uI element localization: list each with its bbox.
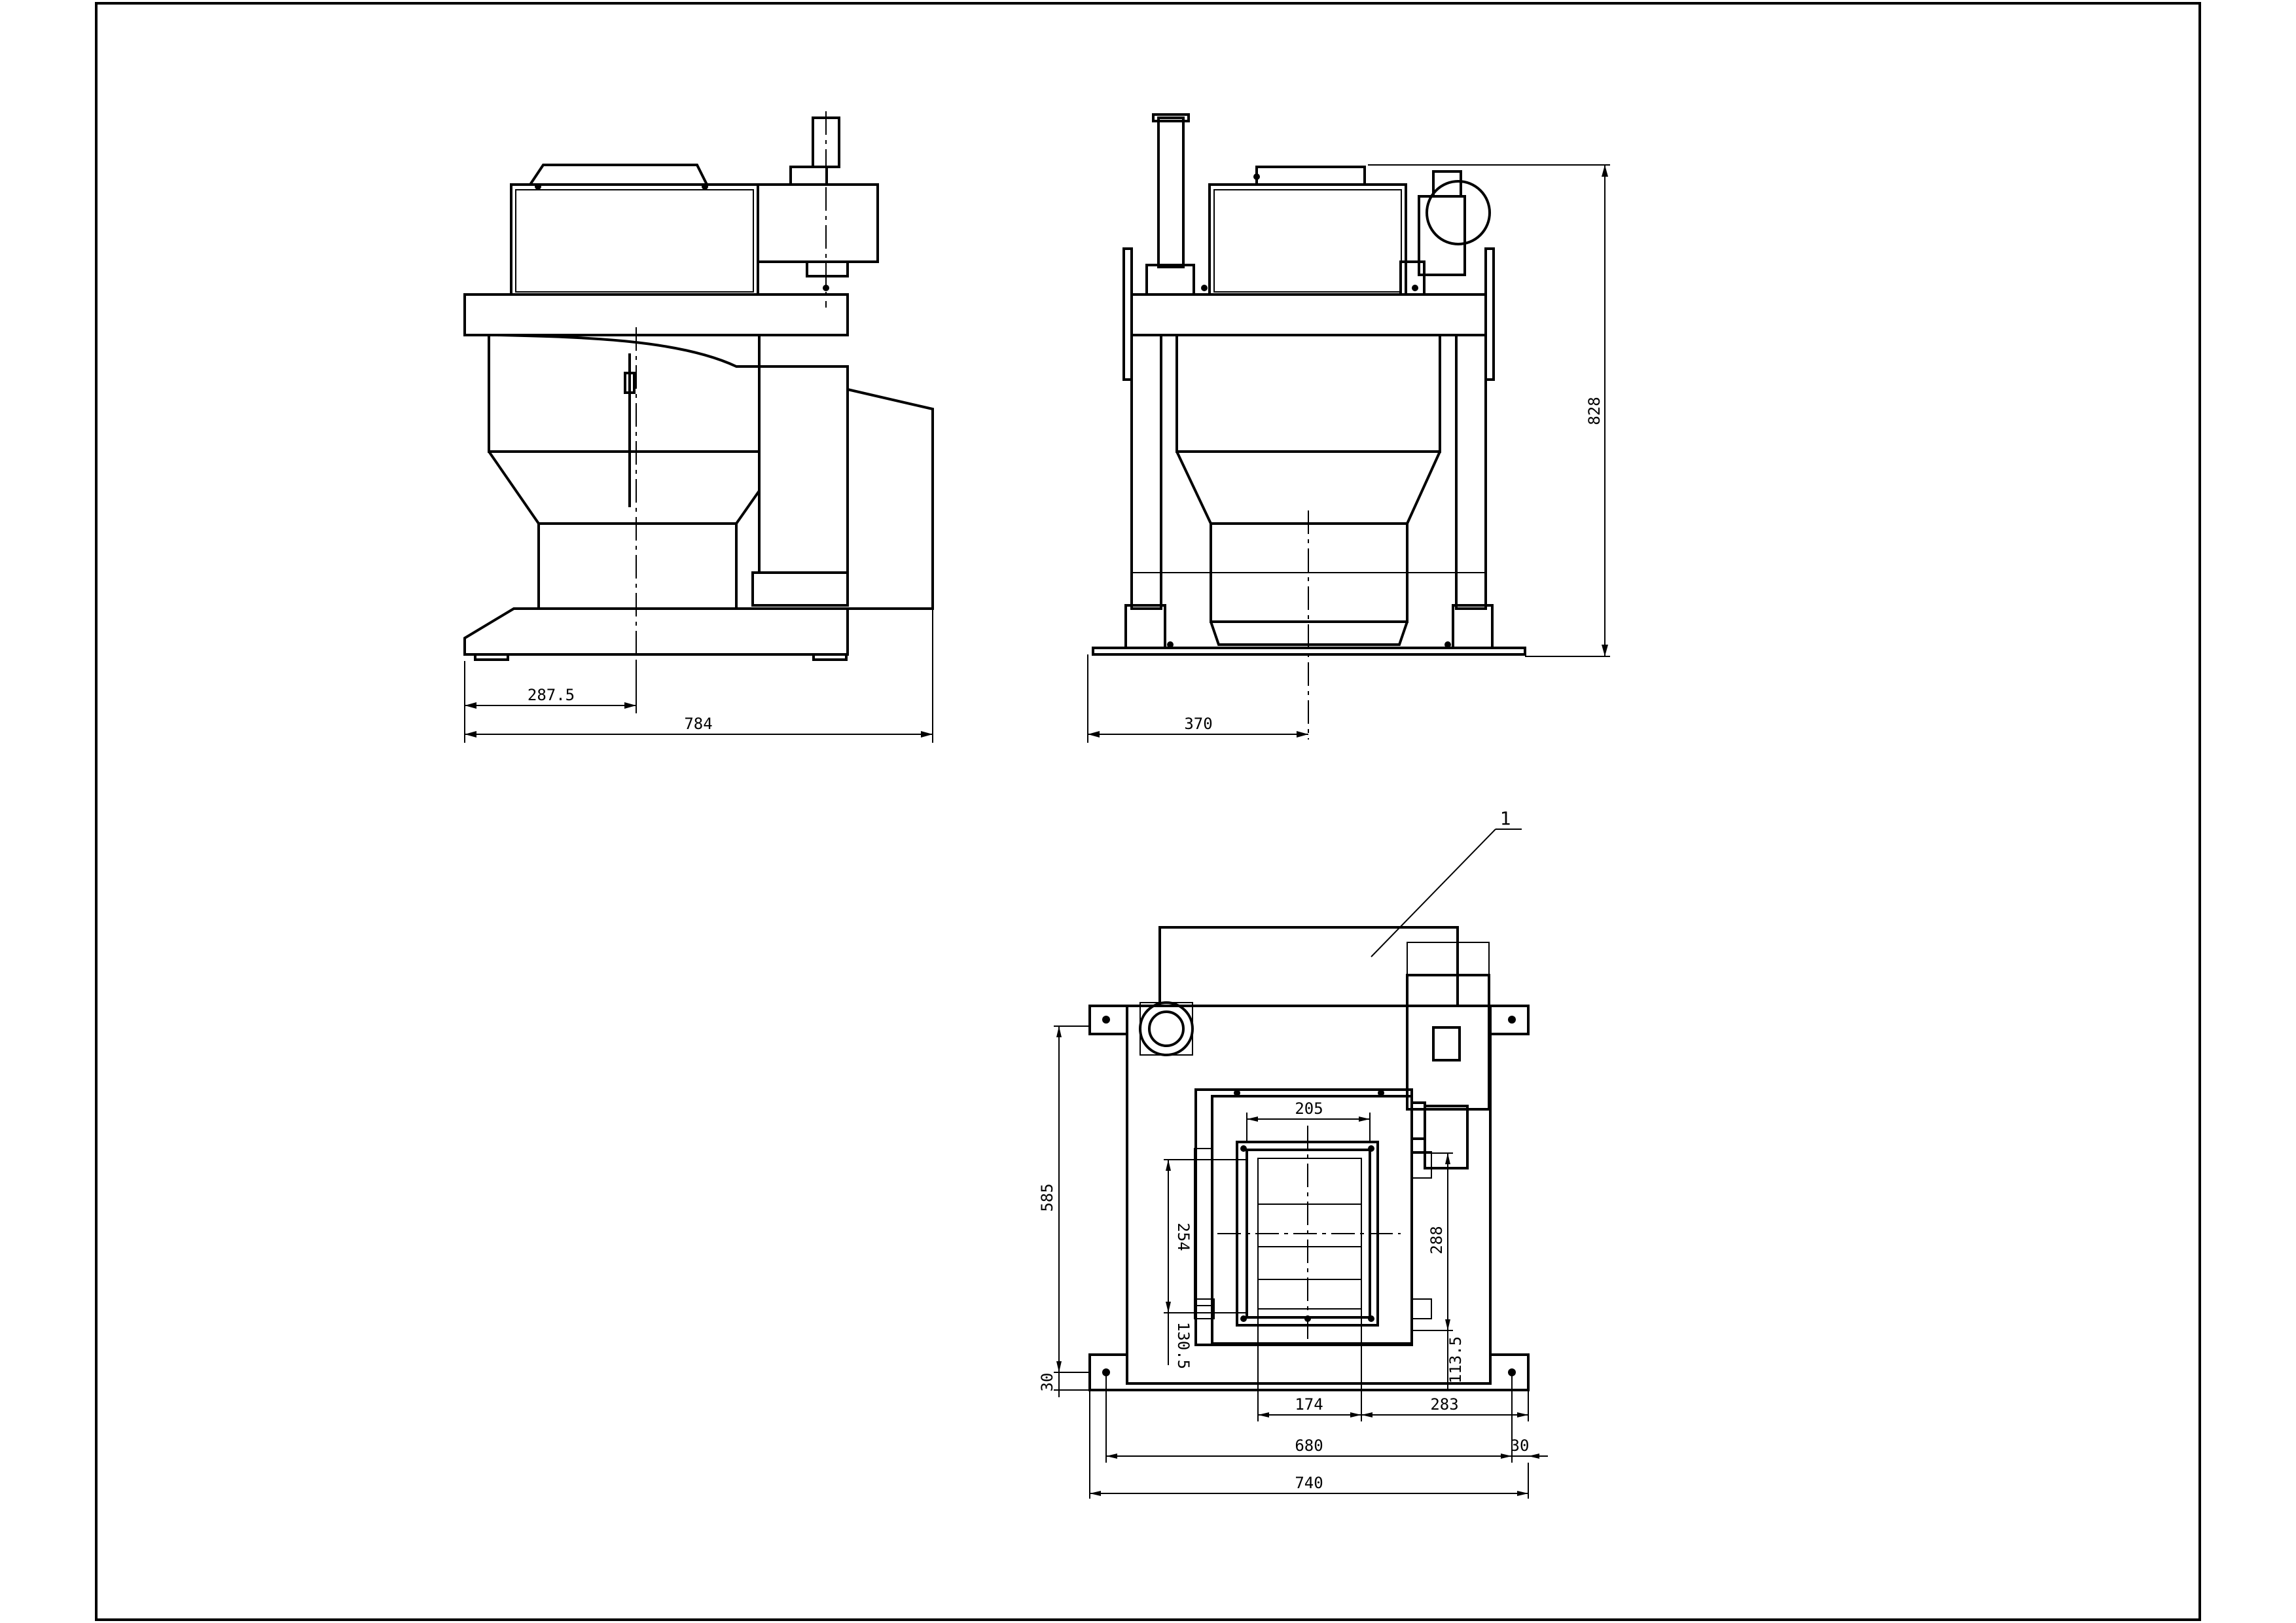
dim-front-overall-width: 784 [684, 715, 712, 733]
dim-outlet-offset: 283 [1430, 1395, 1458, 1414]
dim-offset-left: 130.5 [1174, 1322, 1193, 1369]
drawing-frame [95, 2, 2201, 1621]
dim-opening-width: 205 [1295, 1099, 1323, 1118]
dim-foot-height: 30 [1038, 1373, 1056, 1392]
dim-depth: 585 [1038, 1183, 1056, 1211]
dim-front-offset: 287.5 [528, 686, 575, 704]
dim-foot-extension: 30 [1511, 1436, 1530, 1455]
part-label-1: 1 [1500, 808, 1511, 829]
side-view: 370 828 [1087, 113, 1610, 743]
dim-side-overall-height: 828 [1585, 397, 1604, 425]
dim-opening-depth-inner: 288 [1427, 1226, 1446, 1254]
plan-view: 1 205 254 130.5 288 113.5 585 [1038, 808, 1548, 1499]
front-view: 287.5 784 [463, 111, 934, 743]
dim-opening-depth-outer: 254 [1174, 1222, 1193, 1251]
dim-offset-right: 113.5 [1446, 1336, 1465, 1383]
dim-side-half-width: 370 [1184, 715, 1212, 733]
dim-bolt-spacing: 680 [1295, 1436, 1323, 1455]
dim-overall-width: 740 [1295, 1474, 1323, 1492]
dim-outlet-width: 174 [1295, 1395, 1323, 1414]
